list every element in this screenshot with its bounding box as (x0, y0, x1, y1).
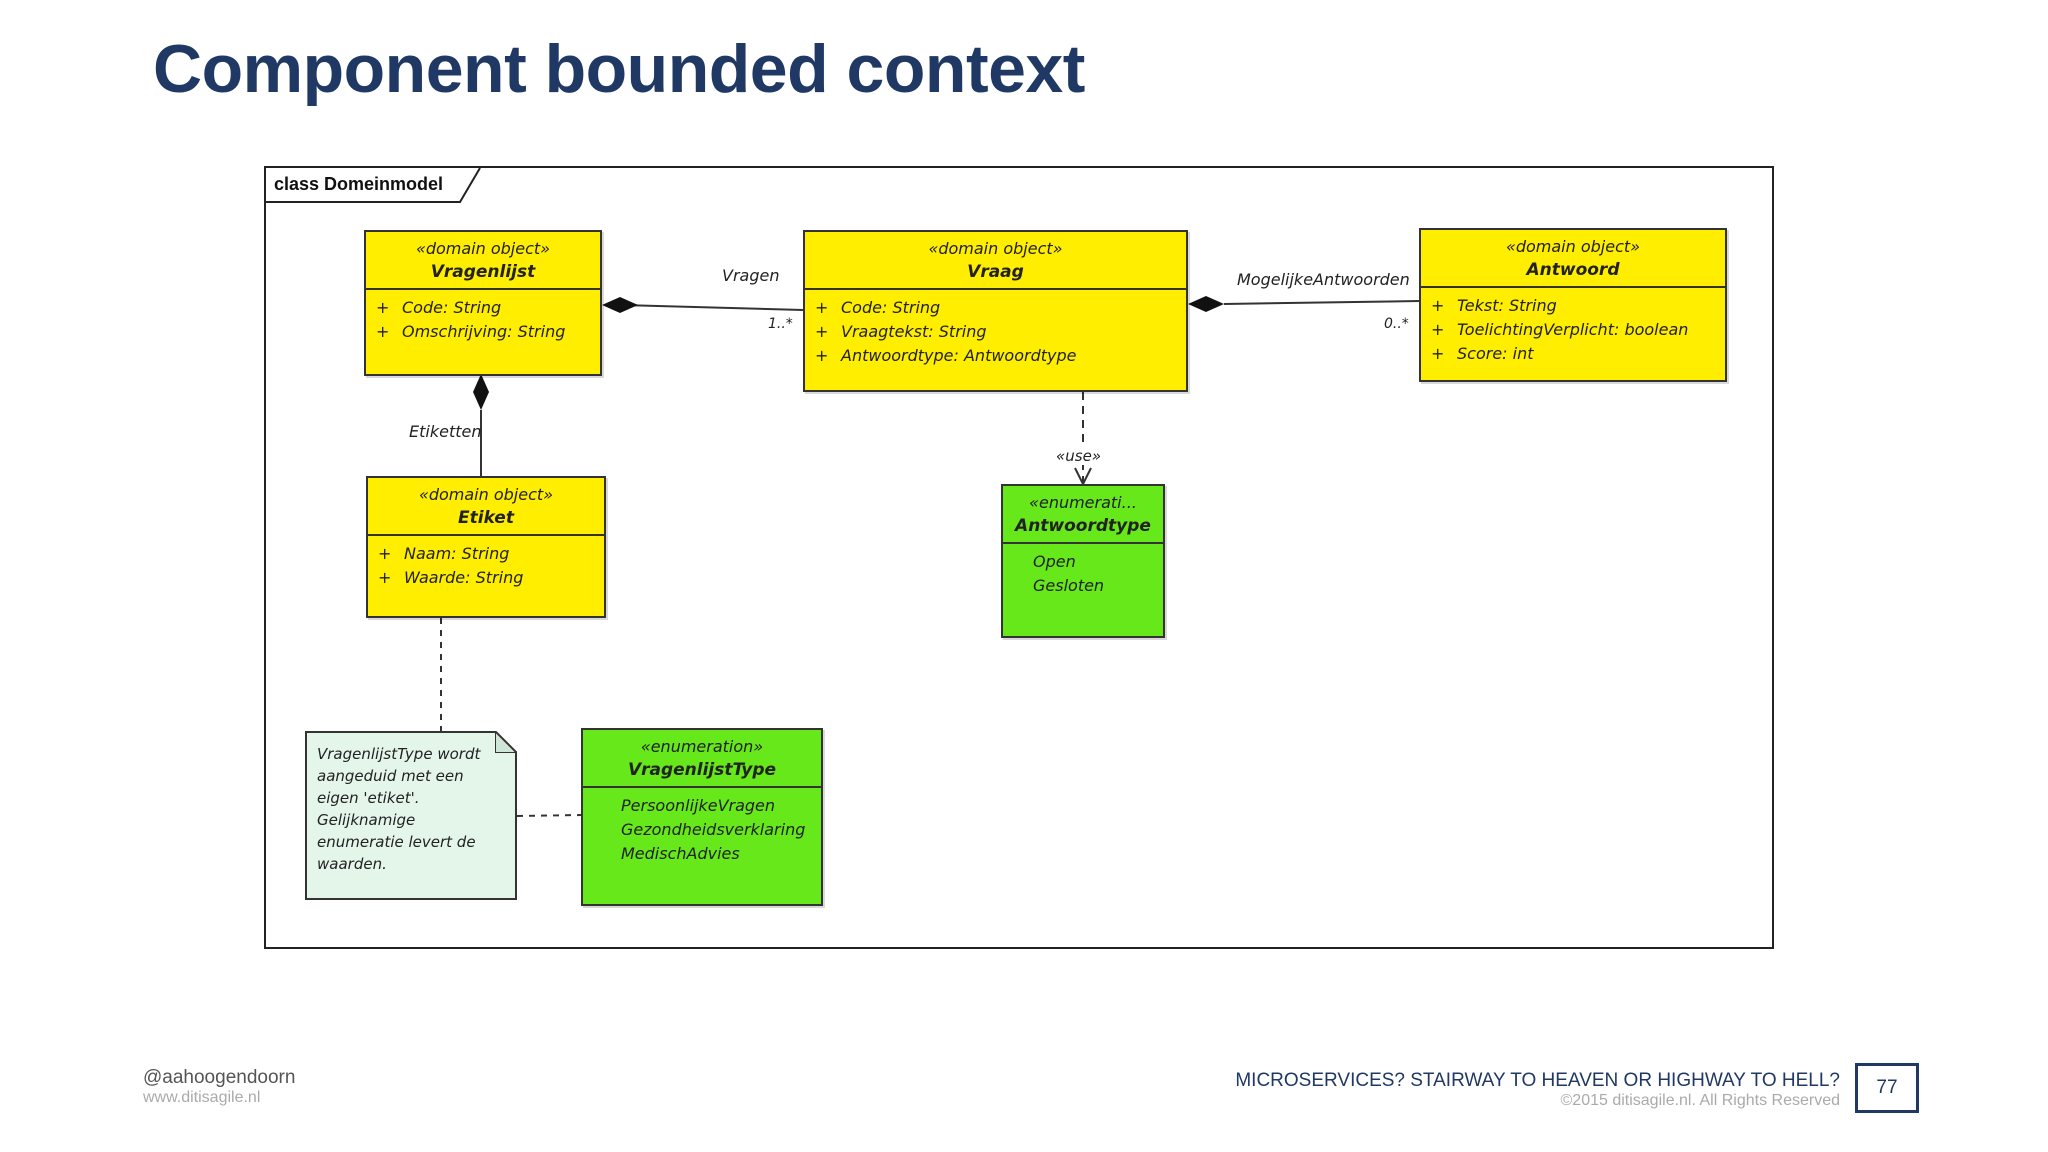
attribute: +Vraagtekst: String (815, 322, 987, 341)
attribute: +Code: String (376, 298, 502, 317)
enum-antwoordtype[interactable]: «enumerati... Antwoordtype Open Gesloten (1001, 484, 1165, 638)
label-use: «use» (1056, 447, 1102, 465)
enum-literal: Gezondheidsverklaring (621, 820, 806, 839)
label-etiketten: Etiketten (409, 422, 482, 441)
note-fold-icon (495, 731, 517, 753)
frame-label: class Domeinmodel (274, 174, 444, 194)
footer-left: @aahoogendoorn www.ditisagile.nl (143, 1067, 295, 1107)
class-vragenlijst-name: Vragenlijst (430, 262, 536, 282)
class-vragenlijst-stereotype: «domain object» (415, 239, 551, 258)
frame-tab (266, 168, 481, 203)
diagram-note[interactable]: VragenlijstType wordt aangeduid met een … (305, 731, 517, 900)
attribute: +ToelichtingVerplicht: boolean (1431, 320, 1689, 339)
enum-antwoordtype-literals: Open Gesloten (1003, 544, 1163, 604)
class-vragenlijst-attributes: +Code: String +Omschrijving: String (366, 290, 600, 350)
class-etiket-header: «domain object» Etiket (368, 478, 604, 536)
footer-talk-title: MICROSERVICES? STAIRWAY TO HEAVEN OR HIG… (1235, 1070, 1840, 1091)
attribute: +Waarde: String (378, 568, 524, 587)
footer-copyright: ©2015 ditisagile.nl. All Rights Reserved (1560, 1092, 1841, 1109)
footer-handle: @aahoogendoorn (143, 1067, 296, 1088)
class-etiket-name: Etiket (458, 508, 514, 528)
class-etiket-stereotype: «domain object» (418, 485, 554, 504)
class-vraag-name: Vraag (967, 262, 1024, 282)
class-vraag-header: «domain object» Vraag (805, 232, 1186, 290)
enum-antwoordtype-header: «enumerati... Antwoordtype (1003, 486, 1163, 544)
attribute: +Score: int (1431, 344, 1534, 363)
attribute: +Tekst: String (1431, 296, 1557, 315)
label-antwoorden-multiplicity: 0..* (1384, 316, 1409, 332)
label-vragen-multiplicity: 1..* (768, 316, 793, 332)
class-antwoord[interactable]: «domain object» Antwoord +Tekst: String … (1419, 228, 1727, 382)
attribute: +Antwoordtype: Antwoordtype (815, 346, 1077, 365)
enum-literal: PersoonlijkeVragen (621, 796, 776, 815)
enum-vragenlijsttype-name: VragenlijstType (627, 760, 777, 780)
enum-vragenlijsttype-header: «enumeration» VragenlijstType (583, 730, 821, 788)
slide-title: Component bounded context (153, 31, 1085, 107)
attribute: +Code: String (815, 298, 941, 317)
class-vragenlijst-header: «domain object» Vragenlijst (366, 232, 600, 290)
class-antwoord-header: «domain object» Antwoord (1421, 230, 1725, 288)
footer-website: www.ditisagile.nl (143, 1089, 261, 1106)
enum-vragenlijsttype-stereotype: «enumeration» (640, 737, 764, 756)
class-vraag[interactable]: «domain object» Vraag +Code: String +Vra… (803, 230, 1188, 392)
class-vraag-stereotype: «domain object» (928, 239, 1063, 258)
enum-vragenlijsttype-literals: PersoonlijkeVragen Gezondheidsverklaring… (583, 788, 821, 872)
attribute: +Naam: String (378, 544, 510, 563)
enum-literal: Open (1033, 552, 1076, 571)
label-mogelijke-antwoorden: MogelijkeAntwoorden (1237, 270, 1410, 289)
class-vragenlijst[interactable]: «domain object» Vragenlijst +Code: Strin… (364, 230, 602, 376)
enum-literal: Gesloten (1033, 576, 1105, 595)
enum-antwoordtype-stereotype: «enumerati... (1029, 493, 1137, 512)
class-etiket-attributes: +Naam: String +Waarde: String (368, 536, 604, 596)
class-antwoord-attributes: +Tekst: String +ToelichtingVerplicht: bo… (1421, 288, 1725, 372)
enum-vragenlijsttype[interactable]: «enumeration» VragenlijstType Persoonlij… (581, 728, 823, 906)
class-vraag-attributes: +Code: String +Vraagtekst: String +Antwo… (805, 290, 1186, 374)
enum-literal: MedischAdvies (621, 844, 740, 863)
page-number: 77 (1855, 1063, 1919, 1113)
class-antwoord-name: Antwoord (1526, 260, 1620, 280)
enum-antwoordtype-name: Antwoordtype (1015, 516, 1151, 536)
note-text: VragenlijstType wordt aangeduid met een … (317, 745, 481, 873)
class-antwoord-stereotype: «domain object» (1505, 237, 1641, 256)
attribute: +Omschrijving: String (376, 322, 566, 341)
label-vragen: Vragen (722, 266, 780, 285)
class-etiket[interactable]: «domain object» Etiket +Naam: String +Wa… (366, 476, 606, 618)
footer-right: MICROSERVICES? STAIRWAY TO HEAVEN OR HIG… (1235, 1070, 1840, 1110)
